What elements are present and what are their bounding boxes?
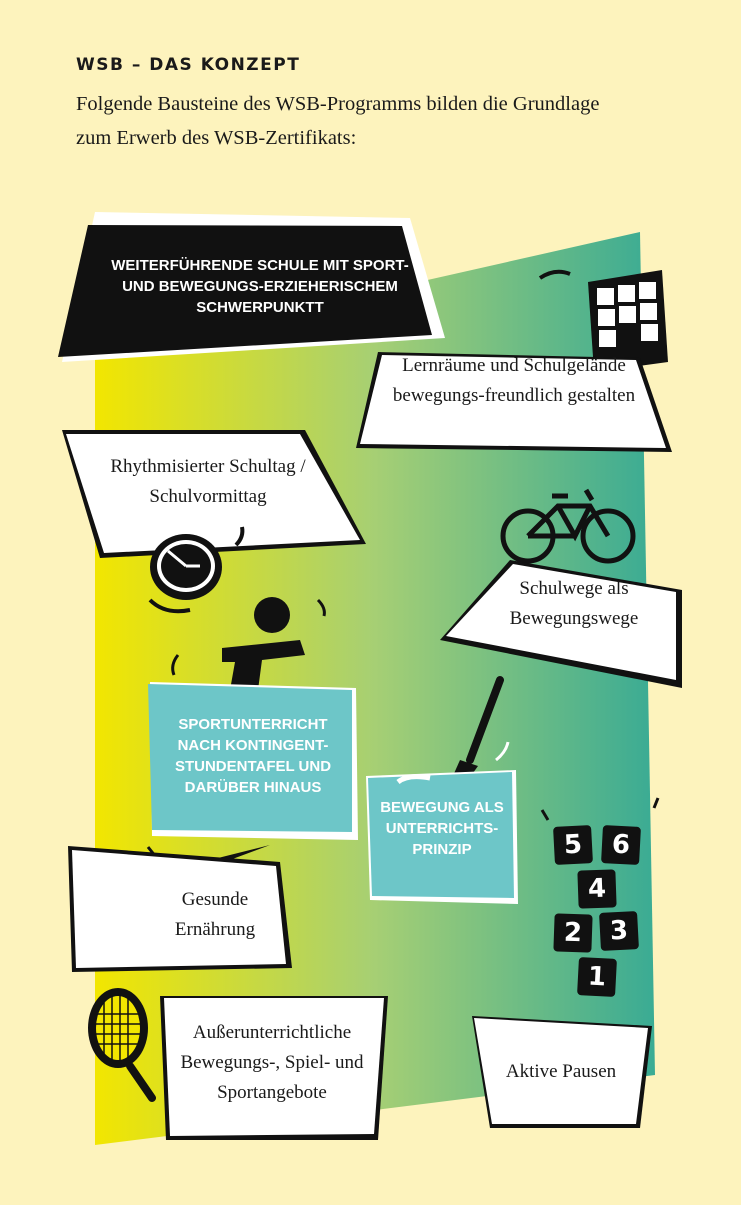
grid-icon [538,269,668,372]
ernaehrung-box [72,850,286,968]
ernaehrung-text: Gesunde Ernährung [174,889,256,940]
intro-text: Folgende Bausteine des WSB-Programms bil… [76,93,600,149]
hopscotch-square: 2 [553,913,593,953]
rhythmus-text: Rhythmisierter Schultag / Schulvormittag [110,456,306,507]
pausen-text: Aktive Pausen [505,1061,617,1082]
lernraeume-box [360,355,666,448]
sportunterricht-box [148,684,352,832]
rhythmus-box [66,434,360,553]
pausen-box [474,1018,648,1124]
figure-icon [171,597,326,690]
bewegung-box [368,772,514,898]
schulwege-text: Schulwege als Bewegungswege [509,578,639,629]
clock-icon [148,526,245,614]
lernraeume-text: Lernräume und Schulgelände bewegungs-fre… [392,355,636,406]
page-title: WSB – DAS KONZEPT [76,55,301,75]
hopscotch-square: 6 [601,825,641,865]
hopscotch-square: 1 [577,957,617,997]
bewegung-text: BEWEGUNG ALS UNTERRICHTS-PRINZIP [380,799,504,858]
hopscotch-square: 3 [599,911,639,951]
main-block-text: WEITERFÜHRENDE SCHULE MIT SPORT- UND BEW… [111,257,409,316]
bicycle-icon [500,488,636,564]
tennis-racket-icon [88,988,156,1102]
ausser-text: Außerunterrichtliche Bewegungs-, Spiel- … [180,1022,364,1103]
main-box [58,225,432,357]
schulwege-box [446,564,676,680]
ausser-box [164,998,384,1136]
sportunterricht-text: SPORTUNTERRICHT NACH KONTINGENT-STUNDENT… [174,716,332,796]
hopscotch-square: 4 [577,869,617,909]
hopscotch-square: 5 [553,825,593,865]
